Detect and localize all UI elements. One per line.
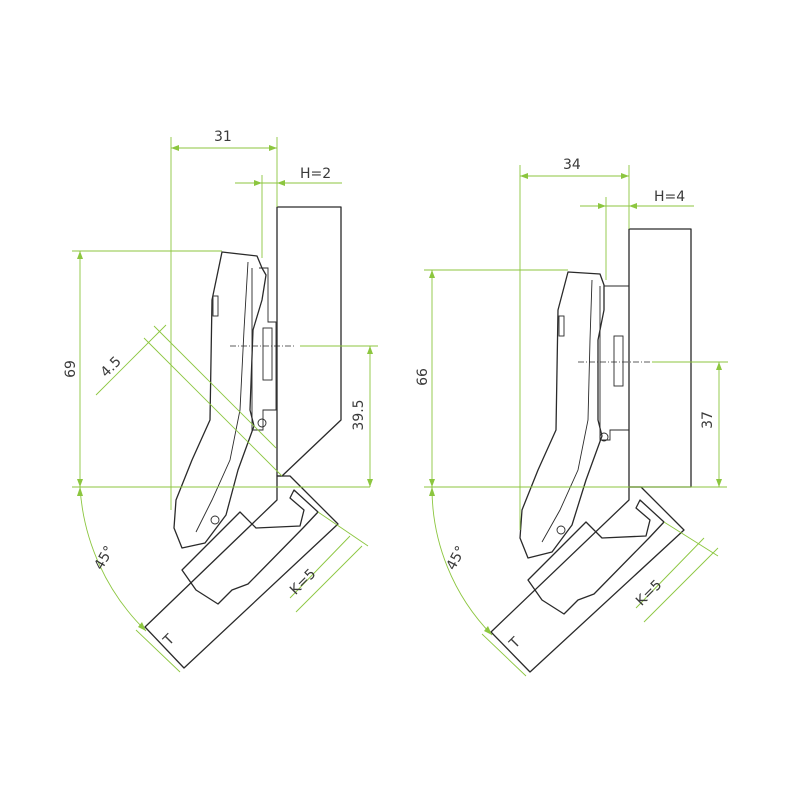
left-cabinet-panel [276, 206, 342, 477]
left-hinge-plate [251, 267, 277, 431]
left-gap-label: H=2 [300, 166, 331, 182]
right-height-label: 66 [415, 368, 431, 386]
right-hinge-cup [527, 499, 665, 615]
right-hinge-screw [599, 432, 609, 442]
right-angle-label: 45° [444, 543, 470, 572]
left-door-panel [144, 475, 339, 669]
right-hinge-plate [599, 285, 630, 441]
right-hinge-cam [613, 335, 624, 387]
left-thickness-label: 4.5 [98, 354, 125, 381]
left-hinge-cup [181, 489, 319, 605]
right-cup-label: 37 [700, 411, 716, 429]
left-height-label: 69 [63, 360, 79, 378]
right-gap-label: H=4 [654, 189, 685, 205]
left-hinge-arm-ridge [195, 261, 249, 533]
right-cabinet-panel [628, 228, 692, 488]
left-hinge-cam [262, 327, 273, 381]
left-hinge-clip [212, 295, 219, 317]
right-hinge-clip [558, 315, 565, 337]
right-overlay-label: K=5 [633, 577, 665, 609]
left-hinge-drawing: 31 H=2 69 39.5 4.5 45° K=5 [63, 129, 378, 673]
left-cup-label: 39.5 [351, 399, 367, 430]
right-hinge-pivot [556, 525, 566, 535]
right-hinge-arm-ridge [541, 279, 593, 543]
right-hinge-arm [519, 271, 605, 559]
right-width-label: 34 [563, 157, 581, 173]
left-hinge-pivot [210, 515, 220, 525]
left-door-label: T [160, 631, 178, 649]
left-width-label: 31 [214, 129, 232, 145]
right-hinge-drawing: 34 H=4 66 37 45° K=5 T [415, 157, 728, 677]
left-angle-label: 45° [91, 543, 117, 573]
left-hinge-screw [257, 418, 267, 428]
left-hinge-arm [173, 251, 267, 549]
